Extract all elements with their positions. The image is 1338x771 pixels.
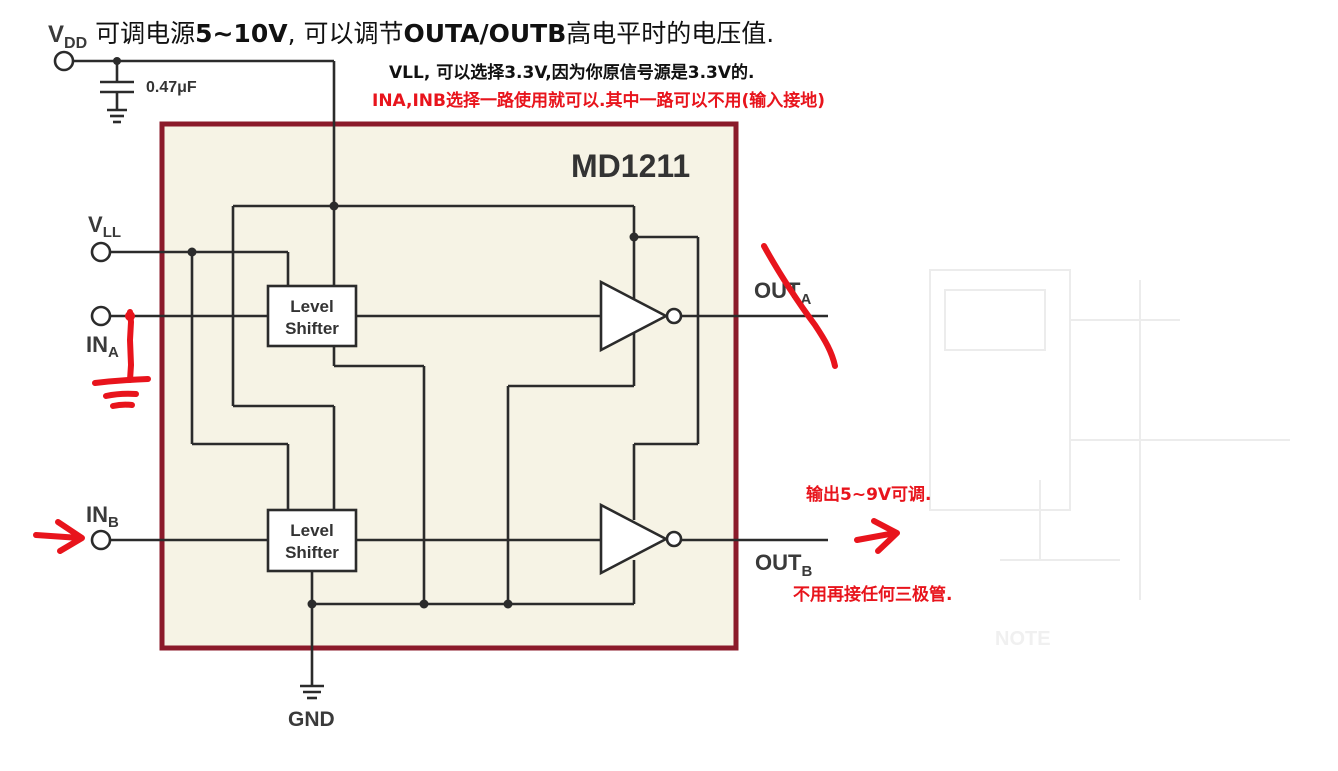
svg-text:Level: Level	[290, 521, 333, 540]
outa-strike-stroke	[761, 243, 838, 369]
junction-dots	[113, 57, 639, 609]
inverter-buffer-b	[599, 502, 683, 576]
svg-text:Level: Level	[290, 297, 333, 316]
gnd-label: GND	[288, 708, 335, 731]
ina-ground-dot	[125, 311, 135, 321]
no-transistor-note: 不用再接任何三极管.	[793, 584, 952, 605]
chip-name: MD1211	[571, 148, 690, 184]
output-range-note: 输出5~9V可调.	[806, 484, 932, 505]
ina-ground-bar-2	[103, 390, 139, 399]
faint-note-text: NOTE	[995, 628, 1051, 650]
vll-pin-label: VLL	[88, 212, 121, 241]
outb-arrow-head	[871, 518, 900, 554]
inb-terminal	[90, 529, 112, 551]
inb-arrow-head	[55, 519, 85, 554]
level-shifter-a: Level Shifter	[266, 284, 358, 348]
red-annotations	[33, 243, 900, 554]
md1211-chip-body	[159, 121, 739, 651]
outb-arrow-shaft	[854, 530, 898, 543]
ina-ground-bar-1	[92, 376, 151, 386]
faint-background-drawing	[929, 269, 1290, 600]
pin-terminals	[53, 50, 112, 551]
ina-ground-stroke	[127, 309, 134, 383]
svg-text:Shifter: Shifter	[285, 543, 339, 562]
inb-arrow-shaft	[33, 532, 83, 541]
vdd-header-note: VDD 可调电源5~10V, 可以调节OUTA/OUTB高电平时的电压值.	[48, 19, 774, 52]
inb-pin-label: INB	[86, 502, 119, 531]
ina-terminal	[90, 305, 112, 327]
level-shifter-b: Level Shifter	[266, 508, 358, 573]
svg-text:Shifter: Shifter	[285, 319, 339, 338]
outb-pin-label: OUTB	[755, 550, 812, 580]
capacitor-label: 0.47μF	[146, 79, 197, 96]
inverter-buffer-a	[599, 279, 683, 353]
vll-note: VLL, 可以选择3.3V,因为你原信号源是3.3V的.	[389, 62, 754, 83]
ina-ground-bar-3	[110, 401, 135, 409]
ina-inb-note: INA,INB选择一路使用就可以.其中一路可以不用(输入接地)	[372, 90, 825, 111]
vll-terminal	[90, 241, 112, 263]
ina-pin-label: INA	[86, 332, 119, 361]
vdd-terminal	[53, 50, 75, 72]
